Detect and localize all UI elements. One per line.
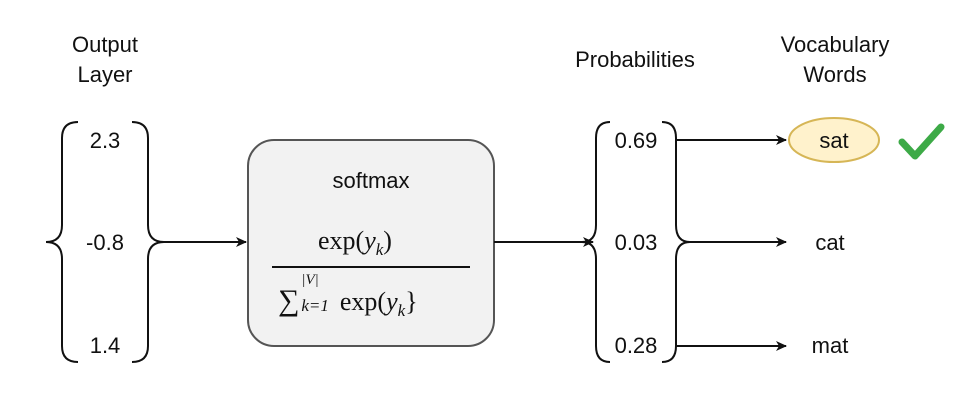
numerator-var: y bbox=[364, 226, 376, 255]
output-layer-right-brace bbox=[131, 121, 165, 363]
denominator-func: exp( bbox=[339, 287, 387, 316]
softmax-title: softmax bbox=[332, 168, 410, 193]
probabilities-title: Probabilities bbox=[575, 47, 695, 72]
output-layer-title-line1: Output bbox=[71, 32, 139, 57]
vocabulary-word-cat: cat bbox=[815, 230, 845, 255]
probabilities-left-brace bbox=[581, 121, 611, 363]
denominator-sum: ∑ bbox=[278, 284, 300, 317]
denominator-var: y bbox=[386, 287, 398, 316]
numerator-func: exp( bbox=[318, 226, 365, 255]
check-icon bbox=[898, 123, 945, 160]
probability-value-1: 0.69 bbox=[614, 128, 658, 153]
probability-value-3: 0.28 bbox=[614, 333, 658, 358]
vocabulary-title: Vocabulary Words bbox=[755, 30, 915, 90]
softmax-numerator: exp(yk) bbox=[318, 226, 392, 259]
denominator-close: } bbox=[405, 287, 418, 316]
denominator-sub: k=1 bbox=[301, 296, 329, 315]
denominator-sup: |V| bbox=[301, 272, 319, 288]
output-value-1: 2.3 bbox=[89, 128, 121, 153]
output-value-2: -0.8 bbox=[86, 230, 124, 255]
vocabulary-title-line1: Vocabulary bbox=[780, 32, 890, 57]
probability-value-2: 0.03 bbox=[614, 230, 658, 255]
vocabulary-title-line2: Words bbox=[803, 62, 867, 87]
output-layer-left-brace bbox=[45, 121, 79, 363]
numerator-sub: k bbox=[375, 240, 384, 259]
output-layer-title: Output Layer bbox=[55, 30, 155, 90]
output-value-3: 1.4 bbox=[89, 333, 121, 358]
softmax-denominator: ∑ |V| k=1 exp(yk} bbox=[278, 272, 418, 320]
vocabulary-word-mat: mat bbox=[811, 333, 849, 358]
numerator-close: ) bbox=[383, 226, 392, 255]
output-layer-title-line2: Layer bbox=[77, 62, 133, 87]
selected-word-highlight bbox=[788, 117, 880, 163]
vocabulary-word-sat: sat bbox=[819, 128, 849, 153]
denominator-vsub: k bbox=[397, 301, 406, 320]
